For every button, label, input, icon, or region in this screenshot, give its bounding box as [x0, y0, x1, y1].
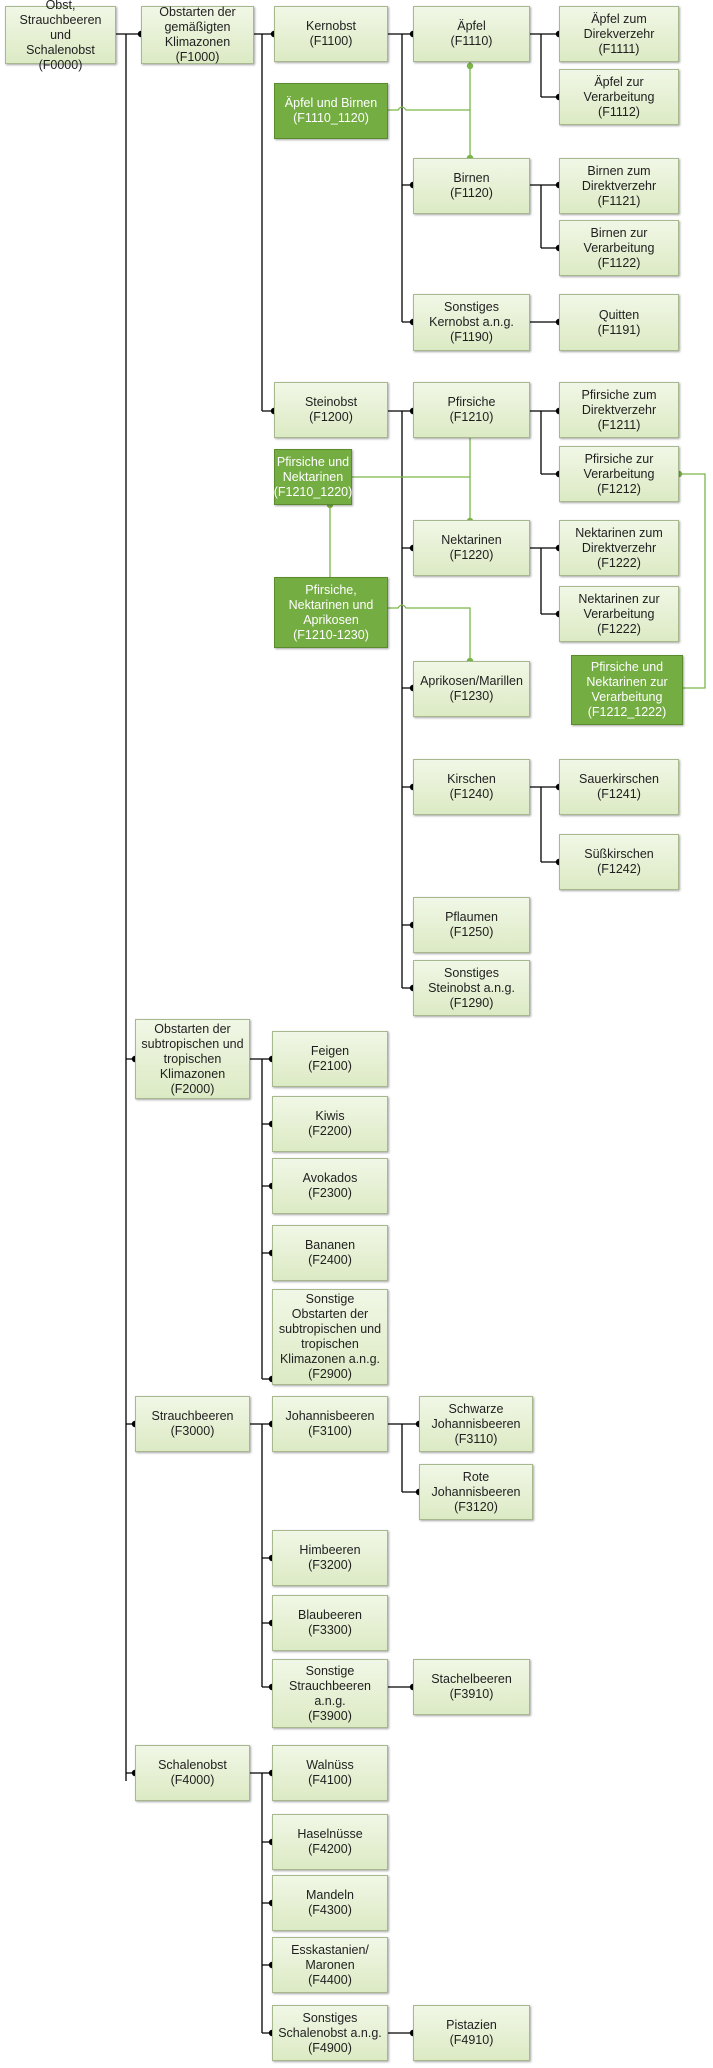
tree-connectors — [116, 33, 559, 2034]
node-F1212_1222[interactable]: Pfirsiche und Nektarinen zur Verarbeitun… — [571, 655, 683, 725]
node-F4000[interactable]: Schalenobst (F4000) — [135, 1745, 250, 1801]
node-F3000[interactable]: Strauchbeeren (F3000) — [135, 1396, 250, 1452]
node-F1100[interactable]: Kernobst (F1100) — [274, 6, 388, 62]
node-F1200[interactable]: Steinobst (F1200) — [274, 382, 388, 438]
node-F3100[interactable]: Johannisbeeren (F3100) — [272, 1396, 388, 1452]
node-F1250[interactable]: Pflaumen (F1250) — [413, 897, 530, 953]
node-F3110[interactable]: Schwarze Johannisbeeren (F3110) — [419, 1396, 533, 1452]
node-F3120[interactable]: Rote Johannisbeeren (F3120) — [419, 1464, 533, 1520]
node-F1120[interactable]: Birnen (F1120) — [413, 158, 530, 214]
node-F1210_1230[interactable]: Pfirsiche, Nektarinen und Aprikosen (F12… — [274, 577, 388, 648]
node-F1222[interactable]: Nektarinen zur Verarbeitung (F1222) — [559, 586, 679, 642]
node-F2300[interactable]: Avokados (F2300) — [272, 1158, 388, 1214]
node-F1241[interactable]: Sauerkirschen (F1241) — [559, 759, 679, 815]
node-F1000[interactable]: Obstarten der gemäßigten Klimazonen (F10… — [141, 5, 254, 64]
node-F1240[interactable]: Kirschen (F1240) — [413, 759, 530, 815]
node-F1220[interactable]: Nektarinen (F1220) — [413, 520, 530, 576]
node-F1290[interactable]: Sonstiges Steinobst a.n.g. (F1290) — [413, 960, 530, 1016]
node-F1110_1120[interactable]: Äpfel und Birnen (F1110_1120) — [274, 83, 388, 139]
node-F1121[interactable]: Birnen zum Direktverzehr (F1121) — [559, 158, 679, 214]
node-F3200[interactable]: Himbeeren (F3200) — [272, 1530, 388, 1586]
node-F1111[interactable]: Äpfel zum Direkverzehr (F1111) — [559, 6, 679, 62]
node-F1191[interactable]: Quitten (F1191) — [559, 294, 679, 351]
node-F1190[interactable]: Sonstiges Kernobst a.n.g. (F1190) — [413, 294, 530, 351]
node-F1210[interactable]: Pfirsiche (F1210) — [413, 382, 530, 438]
node-F2400[interactable]: Bananen (F2400) — [272, 1225, 388, 1281]
node-F2100[interactable]: Feigen (F2100) — [272, 1031, 388, 1087]
node-F4100[interactable]: Walnüss (F4100) — [272, 1745, 388, 1801]
node-F1112[interactable]: Äpfel zur Verarbeitung (F1112) — [559, 69, 679, 125]
node-F4400[interactable]: Esskastanien/ Maronen (F4400) — [272, 1937, 388, 1993]
node-F0000[interactable]: Obst, Strauchbeeren und Schalenobst (F00… — [5, 0, 116, 72]
node-F3900[interactable]: Sonstige Strauchbeeren a.n.g. (F3900) — [272, 1659, 388, 1728]
node-F4200[interactable]: Haselnüsse (F4200) — [272, 1814, 388, 1870]
aggregation-links — [329, 57, 706, 689]
node-F4910[interactable]: Pistazien (F4910) — [413, 2005, 530, 2061]
node-F3300[interactable]: Blaubeeren (F3300) — [272, 1595, 388, 1651]
node-F2900[interactable]: Sonstige Obstarten der subtropischen und… — [272, 1289, 388, 1385]
node-F1210_1220[interactable]: Pfirsiche und Nektarinen (F1210_1220) — [274, 449, 352, 505]
node-F3910[interactable]: Stachelbeeren (F3910) — [413, 1659, 530, 1715]
node-F1212[interactable]: Pfirsiche zur Verarbeitung (F1212) — [559, 446, 679, 502]
node-F4900[interactable]: Sonstiges Schalenobst a.n.g. (F4900) — [272, 2005, 388, 2061]
node-F1122[interactable]: Birnen zur Verarbeitung (F1122) — [559, 220, 679, 276]
node-F1221[interactable]: Nektarinen zum Direktverzehr (F1222) — [559, 520, 679, 576]
node-F1110[interactable]: Äpfel (F1110) — [413, 6, 530, 62]
node-F1230[interactable]: Aprikosen/Marillen (F1230) — [413, 661, 530, 717]
node-F1211[interactable]: Pfirsiche zum Direktverzehr (F1211) — [559, 382, 679, 438]
node-F2000[interactable]: Obstarten der subtropischen und tropisch… — [135, 1019, 250, 1099]
node-F1242[interactable]: Süßkirschen (F1242) — [559, 834, 679, 890]
node-F2200[interactable]: Kiwis (F2200) — [272, 1096, 388, 1152]
node-F4300[interactable]: Mandeln (F4300) — [272, 1875, 388, 1931]
